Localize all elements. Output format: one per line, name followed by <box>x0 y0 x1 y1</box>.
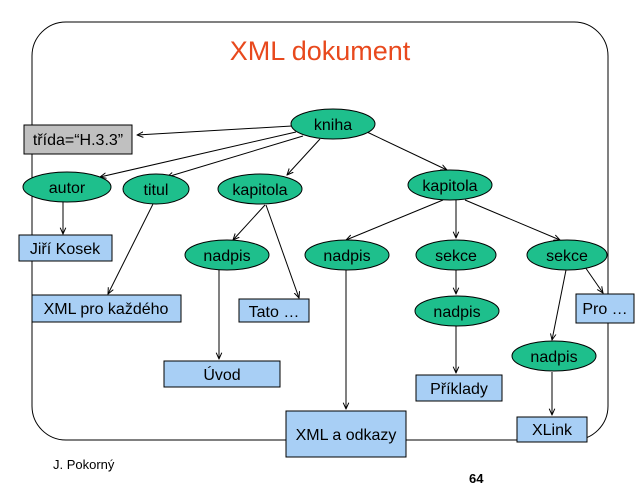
node-nadpis-4-label: nadpis <box>530 349 577 366</box>
attribute-box <box>23 124 133 155</box>
leaf-xml-pro-kazdeho-label: XML pro každého <box>44 301 169 318</box>
leaf-xml-a-odkazy-label: XML a odkazy <box>296 427 397 444</box>
node-sekce-1-label: sekce <box>435 248 477 265</box>
node-autor <box>22 171 112 203</box>
leaf-uvod-label: Úvod <box>203 365 240 384</box>
node-nadpis-1 <box>184 239 270 271</box>
edge-kniha-attr <box>137 125 293 135</box>
edge-kap1-nadpis1 <box>233 204 266 240</box>
node-autor-label: autor <box>49 180 86 197</box>
leaf-priklady <box>415 374 503 402</box>
edge-sekce2-nadpis4 <box>552 269 567 340</box>
edge-kniha-kapitola1 <box>287 138 321 175</box>
edge-kniha-kapitola2 <box>366 131 447 170</box>
leaf-uvod <box>163 360 281 388</box>
page-number: 64 <box>469 471 484 486</box>
node-nadpis-3-label: nadpis <box>433 304 480 321</box>
slide-frame <box>31 21 609 441</box>
node-titul <box>122 173 190 205</box>
leaf-jiri-kosek <box>18 234 113 262</box>
node-sekce-1 <box>415 239 497 271</box>
node-nadpis-4 <box>511 340 597 372</box>
node-kniha-label: kniha <box>314 117 352 134</box>
edge-kap2-nadpis2 <box>346 199 444 240</box>
leaf-jiri-kosek-label: Jiří Kosek <box>30 241 101 258</box>
leaf-pro-label: Pro … <box>582 301 627 318</box>
node-sekce-2 <box>526 239 608 271</box>
node-nadpis-2 <box>304 239 390 271</box>
node-sekce-2-label: sekce <box>546 248 588 265</box>
leaf-xlink-label: XLink <box>532 422 573 439</box>
edges <box>63 125 603 415</box>
node-titul-label: titul <box>144 182 169 199</box>
edge-kniha-titul <box>167 135 304 177</box>
leaf-xml-pro-kazdeho <box>31 294 182 323</box>
node-nadpis-3 <box>414 295 500 327</box>
node-nadpis-2-label: nadpis <box>323 248 370 265</box>
footer-author: J. Pokorný <box>53 457 115 472</box>
edge-titul-xml <box>108 203 154 294</box>
leaf-xlink <box>516 416 588 443</box>
leaf-xml-a-odkazy <box>285 410 407 458</box>
edge-sekce2-pro <box>584 266 603 293</box>
leaf-tato <box>238 298 310 323</box>
node-nadpis-1-label: nadpis <box>203 248 250 265</box>
edge-kap1-tato <box>265 204 299 298</box>
leaf-pro <box>575 293 635 324</box>
attribute-label: třída=“H.3.3” <box>33 132 123 149</box>
node-kapitola-1-label: kapitola <box>232 182 287 199</box>
leaf-priklady-label: Příklady <box>430 381 488 398</box>
slide-title: XML dokument <box>229 36 411 66</box>
node-kapitola-2-label: kapitola <box>422 178 477 195</box>
leaf-tato-label: Tato … <box>249 304 300 321</box>
edge-kniha-autor <box>100 131 297 177</box>
edge-kap2-sekce2 <box>464 199 560 240</box>
node-kapitola-2 <box>407 169 493 201</box>
node-kapitola-1 <box>217 173 303 205</box>
node-kniha <box>290 108 376 140</box>
